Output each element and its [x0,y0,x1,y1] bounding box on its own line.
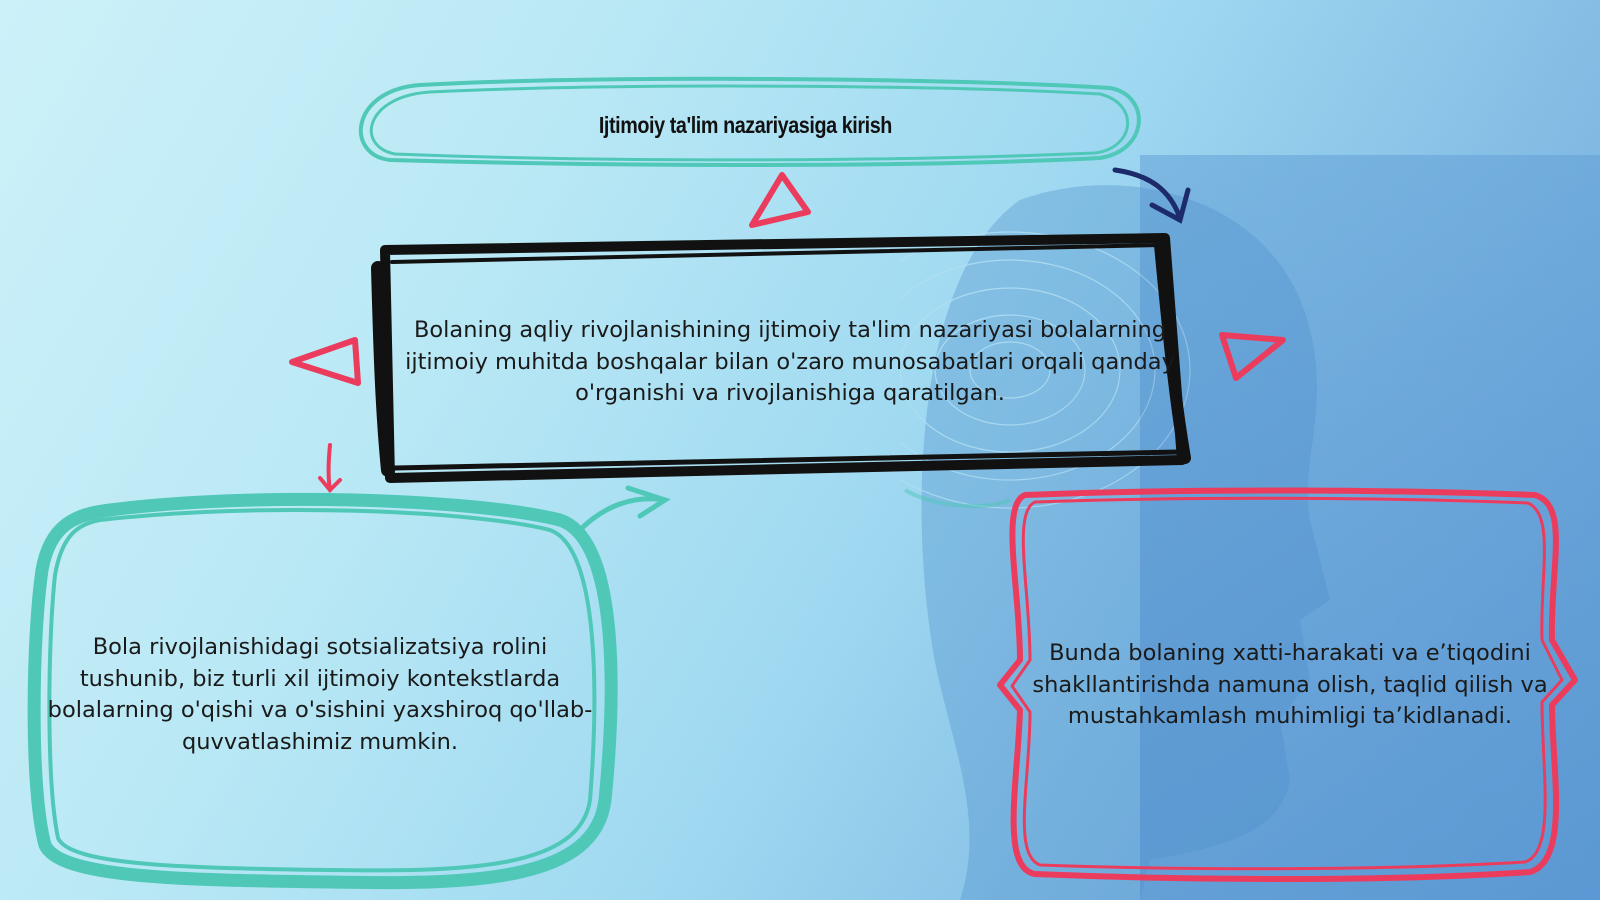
teal-arrow [577,485,671,533]
title-text: Ijtimoiy ta'lim nazariyasiga kirish [598,111,892,138]
left-frame [27,492,618,890]
left-text: Bola rivojlanishidagi sotsializatsiya ro… [47,634,593,755]
triangle-right [1219,332,1286,381]
title-box: Ijtimoiy ta'lim nazariyasiga kirish [370,90,1120,160]
triangle-left [289,337,361,386]
main-text: Bolaning aqliy rivojlanishining ijtimoiy… [405,317,1175,406]
title-frame [358,76,1141,167]
main-frame [371,233,1191,483]
pink-arrow [318,443,342,493]
navy-arrow [1112,167,1191,224]
background-panel [1140,155,1600,900]
right-frame [997,487,1578,882]
head-silhouette [900,185,1330,900]
triangle-top [749,172,811,228]
right-text: Bunda bolaning xatti-harakati va e’tiqod… [1032,640,1548,729]
